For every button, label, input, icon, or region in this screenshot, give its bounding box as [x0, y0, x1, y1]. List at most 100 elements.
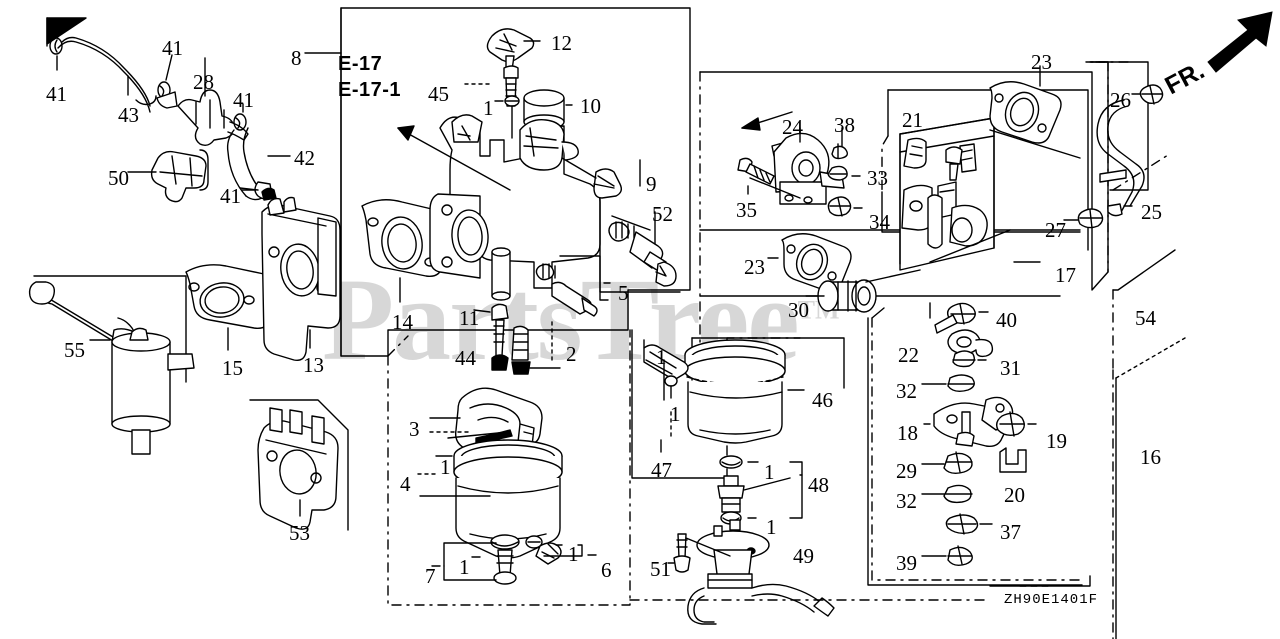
part-11-thread	[493, 325, 505, 343]
part-25-end	[1107, 203, 1123, 217]
callout-E-17-1: E-17-1	[338, 79, 402, 101]
group-box-22	[871, 317, 1081, 581]
callout-31: 31	[1000, 356, 1021, 380]
part-1-screw-47-d	[645, 351, 677, 375]
callout-23: 23	[1031, 50, 1052, 74]
callout-54: 54	[1135, 306, 1156, 330]
part-24-shaft	[798, 159, 814, 177]
part-21-rib	[927, 194, 943, 249]
part-55-spout	[131, 429, 151, 455]
callout-13: 13	[303, 353, 324, 377]
part-49-tab1	[713, 525, 723, 537]
leader-e17-line	[397, 127, 511, 191]
callout-5: 5	[618, 281, 629, 305]
part-48-body	[721, 497, 741, 513]
part-12-knurl	[495, 33, 517, 53]
part-15-hole-l	[188, 282, 200, 292]
leader-11	[473, 309, 491, 313]
callout-25: 25	[1141, 200, 1162, 224]
part-49-hose1b	[693, 595, 715, 623]
part-48-hex	[717, 485, 745, 499]
callout-44: 44	[455, 346, 476, 370]
part-7-head	[493, 571, 517, 585]
part-23b-bore-in	[800, 248, 824, 276]
part-50-flange	[199, 149, 209, 191]
carb-choke-lever	[451, 114, 483, 143]
callout-41: 41	[220, 184, 241, 208]
leader-23a-line	[989, 129, 1081, 159]
part-18-hole	[946, 414, 958, 424]
part-21-hole1	[909, 200, 923, 212]
leader-17-line	[929, 229, 1011, 263]
part-21-box3-d	[939, 189, 955, 193]
part-53-post1	[269, 407, 283, 433]
callout-19: 19	[1046, 429, 1067, 453]
part-28-body	[177, 89, 236, 147]
part-13-wall	[317, 217, 337, 297]
part-30-bore	[857, 286, 871, 306]
part-44-tip	[511, 361, 531, 375]
callout-18: 18	[897, 421, 918, 445]
callout-3: 3	[409, 417, 420, 441]
callout-37: 37	[1000, 520, 1021, 544]
clip-41b-in	[159, 85, 165, 97]
part-33-washer	[827, 165, 848, 181]
part-53-bore	[279, 449, 317, 495]
callout-20: 20	[1004, 483, 1025, 507]
hose-43-top	[61, 36, 151, 107]
frame-53	[249, 399, 349, 531]
frame-55	[33, 275, 187, 383]
group-box-21-left2	[881, 135, 889, 193]
callout-23: 23	[744, 255, 765, 279]
callout-2: 2	[566, 342, 577, 366]
callout-40: 40	[996, 308, 1017, 332]
leader-48	[743, 477, 791, 491]
callout-21: 21	[902, 108, 923, 132]
callout-53: 53	[289, 521, 310, 545]
part-23a-bore-in	[1009, 97, 1035, 127]
hose-42-r	[242, 127, 263, 193]
callout-24: 24	[782, 115, 803, 139]
part-1-oring-48	[719, 455, 743, 469]
part-5-screw-head	[581, 297, 598, 317]
part-26-d	[1141, 85, 1163, 105]
callout-10: 10	[580, 94, 601, 118]
part-13-edge	[267, 213, 327, 227]
callout-28: 28	[193, 70, 214, 94]
part-18-foot	[955, 431, 975, 447]
part-15-hole-r	[243, 295, 255, 305]
bracket-7a	[443, 542, 497, 567]
part-37-d	[947, 513, 977, 535]
part-5-coils	[542, 263, 556, 279]
callout-26: 26	[1110, 88, 1131, 112]
part-49-hose1	[687, 587, 717, 625]
callout-50: 50	[108, 166, 129, 190]
part-53-edge	[265, 439, 327, 455]
callout-49: 49	[793, 544, 814, 568]
part-3-tab-d	[523, 431, 533, 435]
callout-1: 1	[656, 345, 667, 369]
part-25-tab	[1099, 169, 1127, 183]
part-51-head	[673, 555, 691, 573]
part-9-screw	[593, 168, 623, 199]
group-box-21-top	[887, 89, 1089, 251]
callout-1: 1	[459, 555, 470, 579]
part-15-bore-in	[204, 286, 240, 314]
callout-55: 55	[64, 338, 85, 362]
part-45-head	[503, 65, 519, 79]
part-49-tab2	[729, 519, 741, 531]
part-3-crease2	[477, 416, 509, 423]
part-23b-h1	[786, 244, 796, 254]
part-55-terminal	[28, 281, 56, 305]
callout-30: 30	[788, 298, 809, 322]
clip-41e	[261, 187, 277, 201]
group-box-2	[387, 329, 631, 606]
diagram-code: ZH90E1401F	[1004, 592, 1099, 608]
callout-41: 41	[46, 82, 67, 106]
callout-8: 8	[291, 46, 302, 70]
part-53-hole1	[266, 450, 278, 462]
carb-throat-top	[491, 247, 511, 257]
part-25-rod	[1096, 99, 1135, 215]
